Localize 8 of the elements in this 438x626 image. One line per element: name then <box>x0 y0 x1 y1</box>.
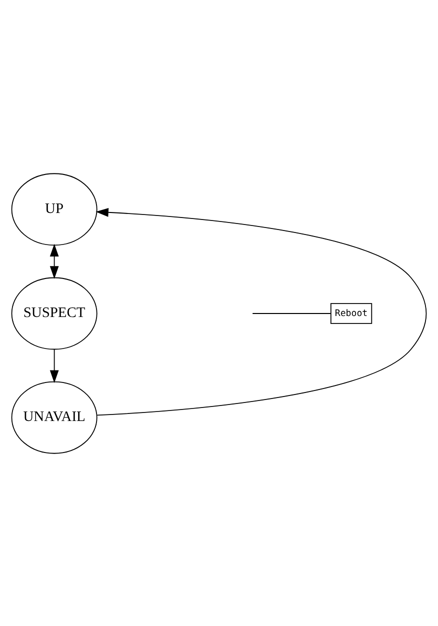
node-ellipse: SUSPECT <box>11 276 98 350</box>
arrow <box>96 207 427 416</box>
arrow <box>50 348 59 382</box>
node-box: Reboot <box>330 302 372 324</box>
connector <box>252 312 332 314</box>
node-ellipse: UNAVAIL <box>11 380 98 454</box>
node-ellipse: UP <box>11 172 98 246</box>
arrow <box>50 243 59 278</box>
